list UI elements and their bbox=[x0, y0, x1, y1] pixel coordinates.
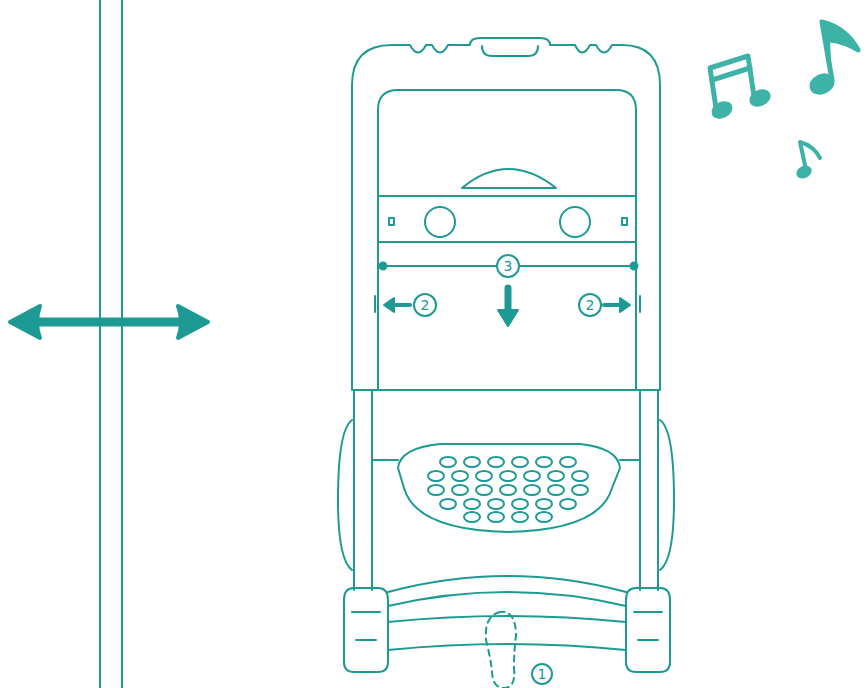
panel-line bbox=[378, 195, 636, 197]
basket-rim bbox=[372, 459, 640, 461]
line-end bbox=[631, 263, 638, 270]
basket-hole bbox=[512, 457, 528, 467]
basket-hole bbox=[560, 499, 576, 509]
wheel bbox=[338, 420, 352, 570]
pole-line bbox=[121, 0, 123, 688]
basket-hole bbox=[572, 471, 588, 481]
panel-line bbox=[378, 241, 636, 243]
basket-hole bbox=[440, 457, 456, 467]
move-arrows bbox=[384, 288, 630, 326]
basket-hole bbox=[464, 512, 480, 522]
seat-dome bbox=[462, 169, 556, 188]
callout-circle bbox=[414, 294, 436, 316]
callout-number: 1 bbox=[531, 663, 553, 685]
footprint bbox=[486, 612, 516, 688]
base-plate bbox=[388, 616, 626, 650]
handle-grip bbox=[482, 46, 538, 56]
basket-hole bbox=[428, 471, 444, 481]
handle-inner bbox=[378, 90, 636, 390]
basket-hole bbox=[500, 471, 516, 481]
callout-circle bbox=[497, 255, 519, 277]
wheel bbox=[660, 420, 674, 570]
callout-number: 3 bbox=[497, 255, 519, 277]
callout-number: 2 bbox=[579, 294, 601, 316]
basket-hole bbox=[536, 499, 552, 509]
basket-hole bbox=[464, 457, 480, 467]
panel-button bbox=[560, 207, 590, 237]
callout-circle bbox=[579, 294, 601, 316]
music-notes bbox=[710, 22, 858, 179]
basket-hole bbox=[560, 457, 576, 467]
basket-hole bbox=[452, 485, 468, 495]
basket-hole bbox=[488, 499, 504, 509]
basket-hole bbox=[476, 485, 492, 495]
basket-hole bbox=[512, 499, 528, 509]
basket-hole bbox=[452, 471, 468, 481]
basket-hole bbox=[524, 485, 540, 495]
side-tube bbox=[354, 390, 658, 590]
basket-hole bbox=[548, 471, 564, 481]
callout-number: 2 bbox=[414, 294, 436, 316]
panel-button bbox=[425, 207, 455, 237]
basket-hole bbox=[572, 485, 588, 495]
callout-circle bbox=[532, 664, 552, 684]
basket-hole bbox=[512, 512, 528, 522]
base-bar bbox=[388, 576, 626, 606]
pole-line bbox=[99, 0, 101, 688]
basket-hole bbox=[500, 485, 516, 495]
basket-hole bbox=[536, 457, 552, 467]
basket-hole bbox=[476, 471, 492, 481]
basket-hole bbox=[440, 499, 456, 509]
handle bbox=[352, 38, 660, 390]
wheel bbox=[344, 588, 388, 672]
basket-hole bbox=[536, 512, 552, 522]
panel-slot bbox=[622, 218, 627, 225]
basket bbox=[398, 444, 620, 532]
basket-hole bbox=[488, 457, 504, 467]
wheel bbox=[626, 588, 670, 672]
panel-slot bbox=[389, 218, 394, 225]
basket-hole bbox=[524, 471, 540, 481]
basket-hole bbox=[488, 512, 504, 522]
side-clip bbox=[375, 296, 640, 312]
basket-holes bbox=[428, 457, 588, 522]
basket-hole bbox=[428, 485, 444, 495]
line-end bbox=[380, 263, 387, 270]
basket-hole bbox=[548, 485, 564, 495]
double-arrow bbox=[10, 306, 208, 338]
basket-hole bbox=[464, 499, 480, 509]
